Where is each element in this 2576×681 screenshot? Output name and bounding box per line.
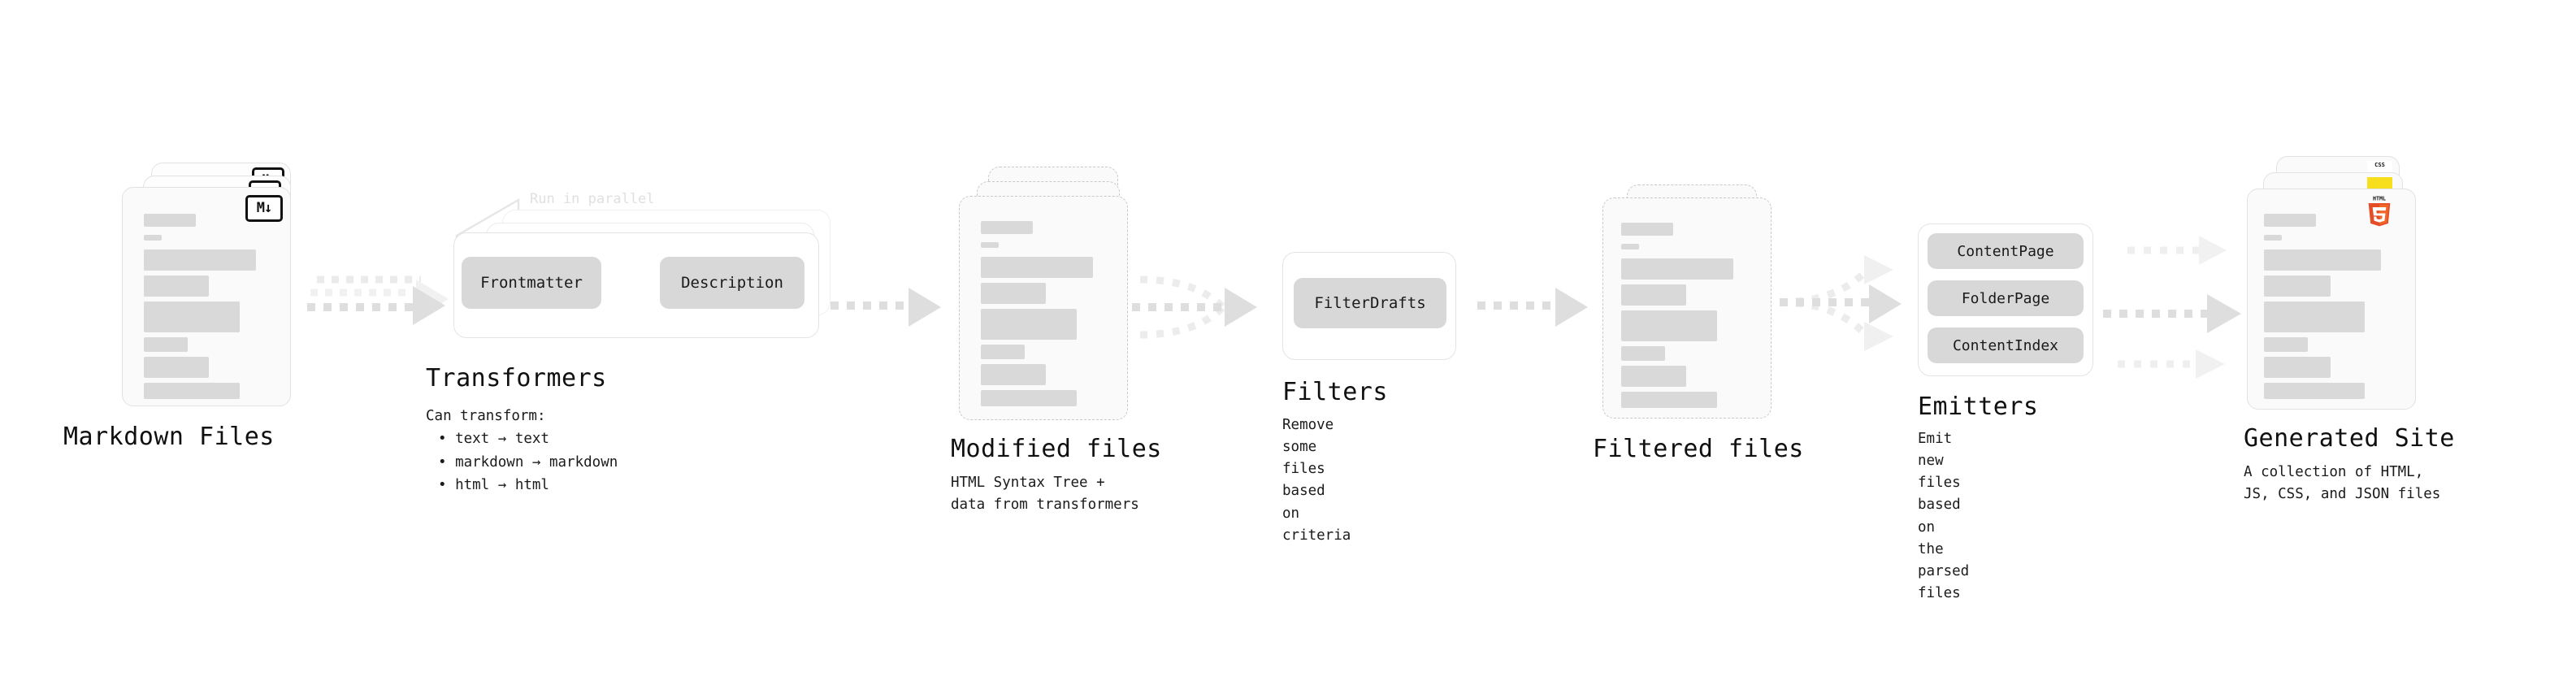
js-badge (2367, 177, 2392, 190)
arrow-filters-to-filtered (1477, 288, 1588, 327)
transformers-item-1: • markdown → markdown (438, 453, 618, 471)
stage-modified-files: Modified files HTML Syntax Tree + data f… (951, 167, 1161, 513)
stage-title-filters: Filters (1282, 378, 1388, 406)
placeholder-bar (981, 283, 1046, 304)
stage-desc-emitters: Emit new files based on the parsed files (1918, 431, 1970, 601)
generated-file-stack: CSS HTML (2247, 156, 2450, 410)
placeholder-bar (981, 390, 1077, 406)
placeholder-bar (1621, 223, 1673, 236)
placeholder-bar (2264, 214, 2316, 227)
placeholder-bar (1621, 244, 1639, 249)
svg-text:HTML: HTML (2373, 196, 2386, 202)
emitter-node-contentindex[interactable]: ContentIndex (1928, 327, 2084, 363)
placeholder-bar (144, 275, 209, 297)
placeholder-bar (1621, 392, 1717, 408)
stage-desc-generated: A collection of HTML, JS, CSS, and JSON … (2244, 464, 2441, 503)
transformers-caption: Can transform: (426, 408, 546, 424)
stage-desc-filters: Remove some files based on criteria (1282, 417, 1351, 544)
transformer-node-description[interactable]: Description (660, 257, 804, 309)
stage-title-generated: Generated Site (2244, 424, 2455, 453)
markdown-file-card-front (122, 187, 291, 406)
modified-file-card-front (959, 196, 1128, 420)
stage-desc-modified: HTML Syntax Tree + data from transformer… (951, 475, 1139, 514)
stage-filtered-files: Filtered files (1593, 167, 1803, 463)
placeholder-bar (144, 235, 162, 241)
filtered-file-stack (1602, 167, 1789, 419)
placeholder-bar (144, 249, 256, 271)
placeholder-bar (144, 383, 240, 399)
placeholder-bar (1621, 346, 1665, 361)
transformers-item-0: • text → text (438, 431, 549, 448)
placeholder-bar (981, 257, 1093, 278)
stage-title-filtered: Filtered files (1593, 435, 1804, 463)
placeholder-bar (2264, 357, 2331, 378)
placeholder-bar (1621, 310, 1717, 341)
placeholder-bar (981, 345, 1025, 359)
placeholder-bar (144, 337, 188, 352)
placeholder-bar (144, 301, 240, 332)
stage-title-transformers: Transformers (426, 364, 607, 393)
generated-file-card-html (2247, 189, 2416, 410)
placeholder-bar (2264, 301, 2365, 332)
stage-title-modified: Modified files (951, 435, 1162, 463)
placeholder-bar (1621, 258, 1733, 280)
emitter-node-folderpage[interactable]: FolderPage (1928, 280, 2084, 316)
transformers-capability-list: Can transform: • text → text • markdown … (426, 405, 618, 497)
placeholder-bar (981, 242, 999, 248)
transformers-item-2: • html → html (438, 477, 549, 494)
parallel-note-label: Run in parallel (530, 191, 655, 207)
arrow-emitters-to-site (2103, 236, 2241, 379)
placeholder-bar (144, 214, 196, 227)
filter-node-filterdrafts[interactable]: FilterDrafts (1294, 278, 1446, 328)
arrow-filtered-to-emitters (1779, 255, 1902, 351)
markdown-file-stack: M↓ M↓ M↓ (122, 163, 309, 406)
placeholder-bar (1621, 366, 1686, 387)
placeholder-bar (981, 309, 1077, 340)
arrow-transformers-to-modified (830, 288, 941, 327)
arrow-markdown-to-transformers (307, 275, 449, 325)
placeholder-bar (2264, 249, 2381, 271)
modified-file-stack (959, 167, 1146, 420)
stage-title-emitters: Emitters (1918, 393, 2039, 421)
placeholder-bar (981, 364, 1046, 385)
stage-title-markdown: Markdown Files (63, 423, 275, 451)
placeholder-bar (2264, 383, 2365, 399)
markdown-badge: M↓ (245, 195, 283, 222)
placeholder-bar (2264, 337, 2308, 352)
arrow-modified-to-filters (1132, 275, 1257, 339)
emitter-node-contentpage[interactable]: ContentPage (1928, 233, 2084, 269)
placeholder-bar (2264, 275, 2331, 297)
html5-badge-icon: HTML (2368, 196, 2391, 227)
placeholder-bar (1621, 284, 1686, 306)
stage-markdown-files: M↓ M↓ M↓ Markdown Files (63, 163, 309, 451)
placeholder-bar (2264, 235, 2282, 241)
placeholder-bar (144, 357, 209, 378)
filtered-file-card-front (1602, 197, 1772, 419)
transformer-node-frontmatter[interactable]: Frontmatter (462, 257, 601, 309)
placeholder-bar (981, 221, 1033, 234)
stage-generated-site: CSS HTML Generated Site A collection of … (2244, 156, 2454, 502)
